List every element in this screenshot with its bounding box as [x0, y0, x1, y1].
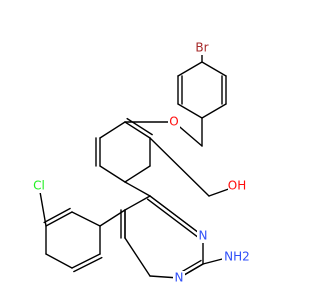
ether-oxygen-label: O [169, 115, 178, 129]
bond-line [124, 165, 151, 183]
bond-line [201, 103, 227, 119]
bond-line [45, 211, 73, 227]
bond-line [43, 207, 71, 224]
bond-line [149, 137, 210, 197]
bond-line [124, 181, 151, 197]
chlorine-atom-mask [31, 179, 47, 193]
bond-line [149, 195, 204, 237]
bond-line [71, 253, 101, 269]
bond-line [201, 61, 227, 77]
pyrimidine-nitrogen-label: N [199, 229, 208, 243]
pyrimidine-nitrogen-label: N [175, 271, 184, 285]
amino-group-mask [222, 250, 252, 264]
bond-line [45, 253, 73, 269]
hydroxyl-group-label: OH [228, 179, 246, 193]
chlorine-atom-label: Cl [33, 179, 45, 193]
pyrimidine-n1-mask [173, 271, 185, 285]
bond-line [73, 256, 103, 273]
bond-line [124, 121, 151, 139]
bond-line [177, 61, 203, 77]
bond-line [99, 121, 126, 139]
ether-oxygen-mask [168, 115, 180, 129]
bond-line [124, 195, 151, 211]
bond-line [146, 198, 202, 240]
atom-label-layer: Br O OH Cl N N NH2 [31, 41, 252, 285]
bond-line [71, 211, 101, 227]
pyrimidine-n3-mask [197, 229, 209, 243]
bond-line [99, 165, 126, 183]
molecule-structure: Br O OH Cl N N NH2 [31, 40, 252, 285]
bond-line [177, 103, 203, 119]
amino-group-label: NH2 [224, 250, 250, 264]
bond-line [124, 237, 151, 277]
bond-line [126, 117, 153, 136]
br-atom-mask [194, 41, 210, 55]
bond-layer [38, 47, 238, 279]
bromine-atom-label: Br [195, 41, 208, 55]
hydroxyl-mask [228, 179, 246, 193]
